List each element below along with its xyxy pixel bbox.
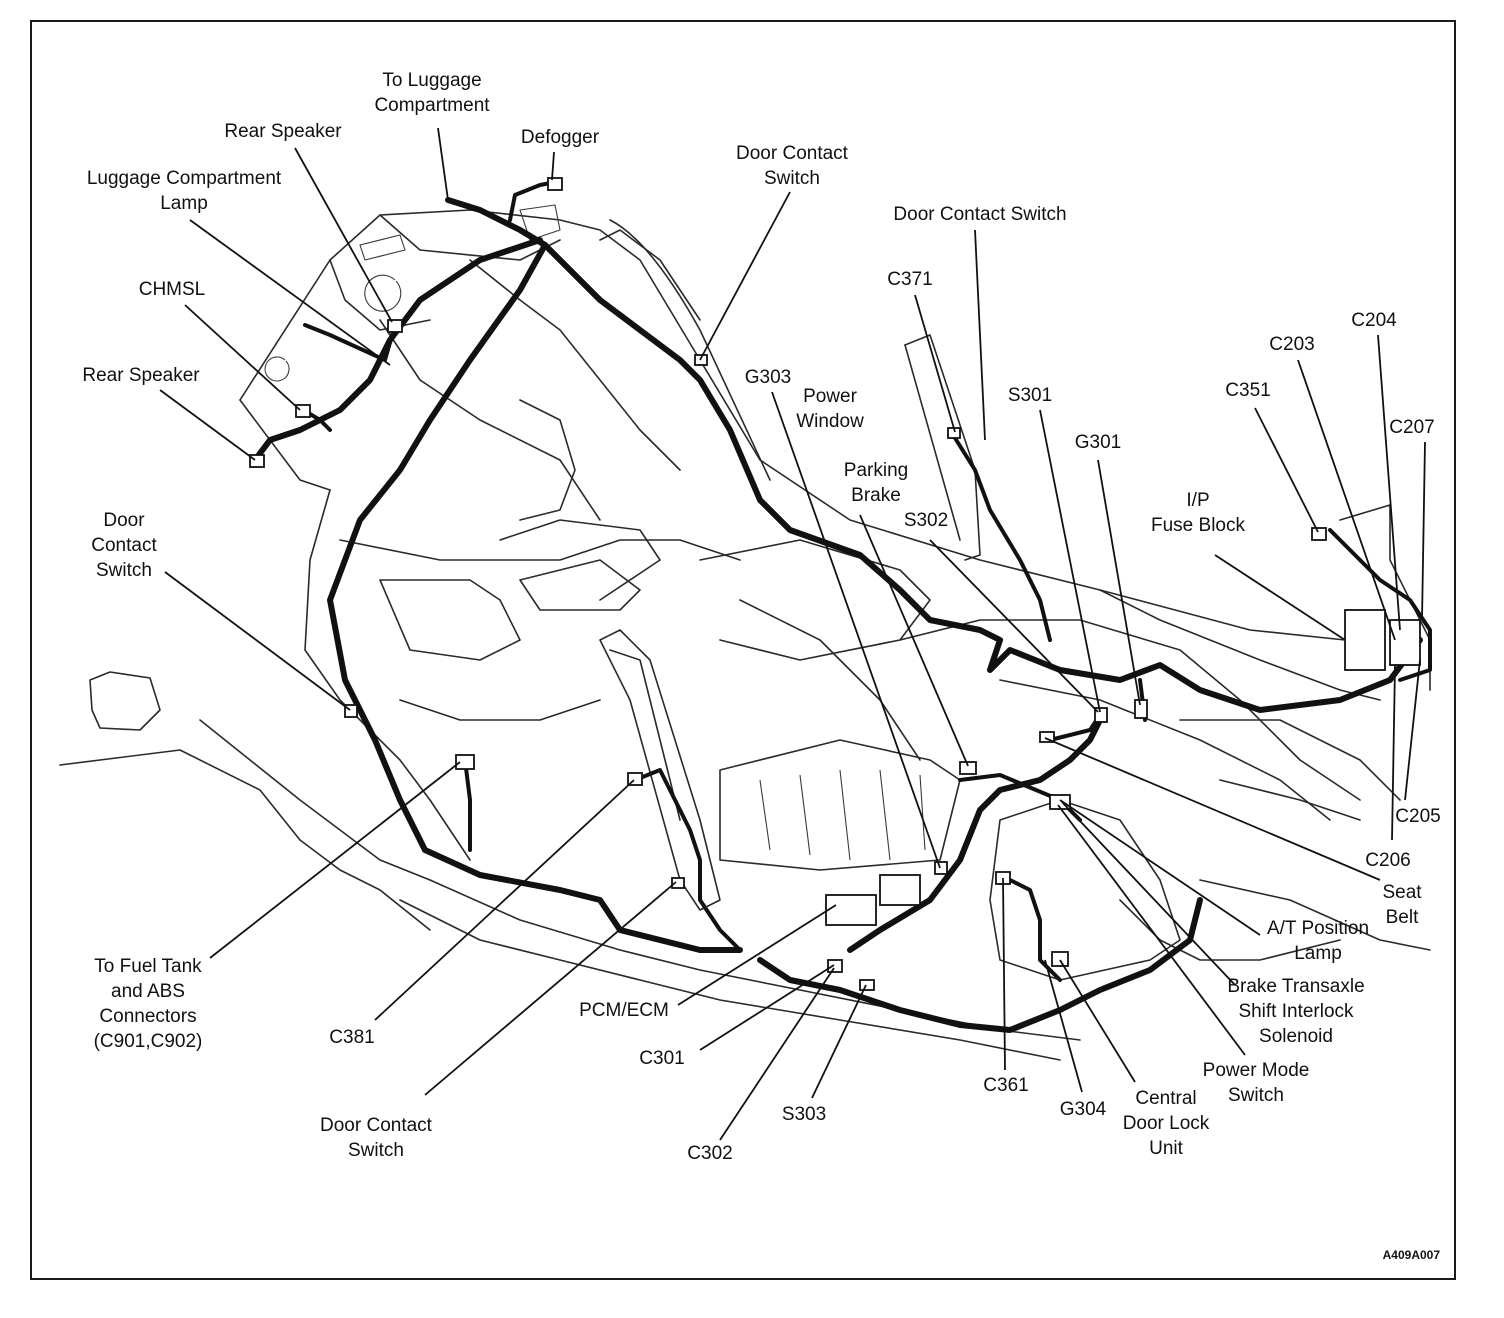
wiring-harness (252, 180, 1432, 1033)
label-power-window: Power Window (796, 386, 864, 432)
vehicle-body-outline (59, 204, 1431, 1061)
label-door-contact-switch-bottom: Door Contact Switch (320, 1115, 432, 1161)
label-c371: C371 (887, 269, 933, 290)
label-central-door-lock: Central Door Lock Unit (1122, 1088, 1210, 1159)
label-c205: C205 (1395, 806, 1441, 827)
label-rear-speaker-left: Rear Speaker (82, 365, 200, 386)
label-luggage-compartment-lamp: Luggage Compartment Lamp (86, 168, 282, 214)
label-chmsl: CHMSL (138, 279, 206, 300)
label-rear-speaker-top: Rear Speaker (224, 121, 342, 142)
label-to-luggage-compartment: To Luggage Compartment (374, 70, 490, 116)
label-g304: G304 (1059, 1099, 1107, 1120)
label-door-contact-switch-left: Door Contact Switch (91, 510, 157, 581)
label-s301: S301 (1007, 385, 1053, 406)
label-brake-transaxle: Brake Transaxle Shift Interlock Solenoid (1227, 976, 1365, 1047)
label-door-contact-switch-top: Door Contact Switch (736, 143, 848, 189)
label-g303: G303 (744, 367, 792, 388)
label-c203: C203 (1269, 334, 1315, 355)
label-s302: S302 (903, 510, 949, 531)
label-c204: C204 (1351, 310, 1397, 331)
label-c361: C361 (983, 1075, 1029, 1096)
leader-lines (159, 127, 1426, 1141)
diagram-frame (30, 20, 1456, 1280)
label-at-position-lamp: A/T Position Lamp (1266, 918, 1370, 964)
label-c301: C301 (639, 1048, 685, 1069)
diagram-code: A409A007 (1382, 1248, 1440, 1262)
label-pcm-ecm: PCM/ECM (579, 1000, 669, 1021)
label-g301: G301 (1074, 432, 1122, 453)
label-c206: C206 (1365, 850, 1411, 871)
label-c207: C207 (1389, 417, 1435, 438)
label-c381: C381 (329, 1027, 375, 1048)
label-seat-belt: Seat Belt (1382, 882, 1422, 928)
label-power-mode-switch: Power Mode Switch (1202, 1060, 1310, 1106)
label-c351: C351 (1225, 380, 1271, 401)
label-door-contact-switch-right: Door Contact Switch (893, 204, 1067, 225)
label-parking-brake: Parking Brake (843, 460, 909, 506)
label-s303: S303 (781, 1104, 827, 1125)
label-ip-fuse-block: I/P Fuse Block (1151, 490, 1245, 536)
label-to-fuel-tank: To Fuel Tank and ABS Connectors (C901,C9… (93, 956, 203, 1052)
label-defogger: Defogger (520, 127, 600, 148)
label-c302: C302 (687, 1143, 733, 1164)
